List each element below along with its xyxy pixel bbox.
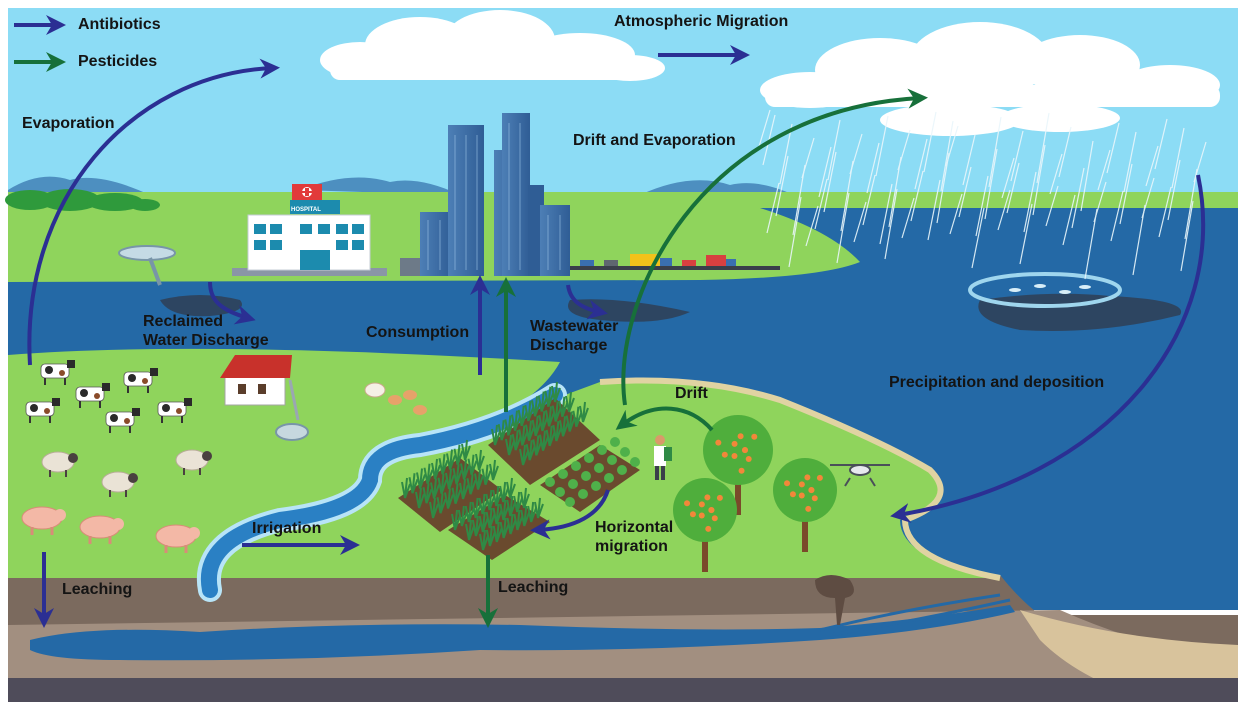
label-evaporation: Evaporation [22,115,115,132]
cattle [25,360,192,433]
cloud-left [320,10,665,81]
sand-shore [1020,610,1238,700]
cloud-right [760,22,1220,136]
city-buildings [400,113,570,276]
discharge-pipe-left [148,257,162,286]
label-drift-and-evaporation: Drift and Evaporation [573,132,736,149]
groundwater [30,605,1015,661]
label-leaching-center: Leaching [498,579,569,596]
label-consumption: Consumption [366,324,470,341]
farm-house [220,355,309,441]
label-reclaimed-water-discharge: Reclaimed Water Discharge [143,312,269,350]
label-atmospheric-migration: Atmospheric Migration [614,13,789,30]
farmer-sprayer [654,435,672,480]
dead-tree [815,575,854,625]
chickens [364,382,427,415]
label-leaching-left: Leaching [62,581,133,598]
arrow-drift-evaporation [621,88,928,406]
label-irrigation: Irrigation [252,520,322,537]
label-reclaimed-line1: Reclaimed [143,313,224,330]
crop-fields [398,381,640,560]
sheep [41,449,212,497]
label-precipitation-deposition: Precipitation and deposition [889,374,1105,391]
river-core [200,387,563,598]
fish-farm [968,272,1122,308]
label-reclaimed-line2: Water Discharge [143,332,269,349]
treatment-basin [118,245,176,261]
hospital: HOSPITAL [232,184,387,276]
shore-outline [599,377,1001,581]
legend-pesticides-label: Pesticides [78,53,158,70]
arrow-precipitation-deposition [890,174,1205,523]
drone [830,464,890,487]
rain [757,109,1207,280]
orange-trees [673,415,837,572]
label-horizontal-line2: migration [595,538,668,555]
bottom-strip [8,678,1238,702]
label-drift: Drift [675,385,708,402]
legend-antibiotics-label: Antibiotics [78,16,161,33]
label-horizontal-line1: Horizontal [595,519,674,536]
label-wastewater-line1: Wastewater [530,318,619,335]
arrow-drift [615,406,714,432]
pigs [21,506,200,553]
fish-group [1009,284,1091,294]
arrow-horizontal-migration [530,489,610,540]
tree-line [5,189,160,211]
arrow-wastewater-discharge [566,284,608,320]
label-horizontal-migration: Horizontal migration [595,518,673,556]
label-wastewater-discharge: Wastewater Discharge [530,317,618,355]
arrow-reclaimed-discharge [208,281,256,325]
hospital-sign: HOSPITAL [291,207,321,213]
groundwater-streams [819,593,1011,637]
label-wastewater-line2: Discharge [530,337,608,354]
arrow-evaporation [27,58,280,366]
